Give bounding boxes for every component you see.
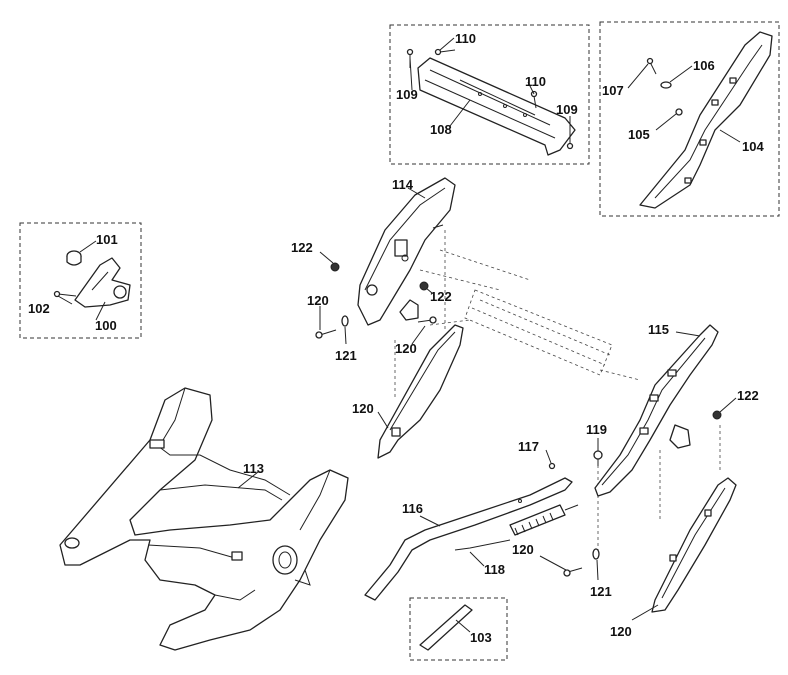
box-group-104	[599, 21, 780, 217]
callout-117: 119	[586, 422, 607, 437]
callout-122-left: 122	[291, 240, 313, 255]
callout-110-right: 110	[525, 74, 546, 89]
part-103-rod	[419, 604, 473, 651]
callout-116: 118	[484, 562, 505, 577]
part-120-bolts	[315, 316, 583, 577]
callout-114: 116	[402, 501, 423, 516]
part-104-side-arm	[639, 31, 773, 209]
callout-108: 108	[430, 122, 452, 137]
part-101-knob	[66, 250, 82, 266]
callout-118: 120	[352, 401, 374, 416]
callout-104: 104	[742, 139, 764, 154]
part-113-right-plate	[594, 324, 719, 497]
callout-113: 115	[648, 322, 669, 337]
callout-112: 114	[392, 177, 414, 192]
bracket-clip	[399, 299, 419, 321]
assembly-guides	[394, 230, 721, 555]
leader-lines	[57, 37, 741, 633]
part-121-washers	[341, 315, 600, 560]
box-group-108	[389, 24, 590, 165]
part-115-pin	[548, 462, 556, 470]
callout-102: 102	[28, 301, 50, 316]
part-117-bolt	[593, 450, 603, 466]
callout-120-left: 120	[307, 293, 329, 308]
callout-121-left: 121	[335, 348, 357, 363]
callout-122-mid: 122	[430, 289, 452, 304]
callout-109-left: 109	[396, 87, 418, 102]
box-group-100	[19, 222, 142, 339]
part-108-cross-bar	[417, 57, 576, 156]
callout-101: 101	[96, 232, 118, 247]
callout-122-right: 122	[737, 388, 759, 403]
part-112-left-plate	[357, 177, 456, 326]
callout-121-right: 121	[590, 584, 612, 599]
callout-labels: 101 102 100 110 109 108 110 109 107 106 …	[28, 31, 764, 645]
callout-120-right: 120	[512, 542, 534, 557]
callout-111: 113	[243, 461, 264, 476]
callout-103: 103	[470, 630, 492, 645]
part-111-lower-handle-frame	[59, 387, 349, 651]
callout-120-mid: 120	[395, 341, 417, 356]
box-group-103	[409, 597, 508, 661]
part-118-left-cover	[377, 324, 464, 459]
callout-119: 120	[610, 624, 632, 639]
part-105-106-107-hardware	[646, 57, 683, 116]
part-114-lever	[364, 477, 573, 601]
part-109-nuts	[406, 48, 574, 150]
part-100-bracket	[74, 257, 131, 308]
part-110-bolts	[434, 48, 538, 109]
part-116-spring	[454, 504, 579, 551]
part-119-right-cover	[651, 477, 737, 613]
callout-107: 107	[602, 83, 624, 98]
callout-100: 100	[95, 318, 117, 333]
part-102-screw	[53, 290, 77, 298]
callout-115: 117	[518, 439, 539, 454]
callout-105: 105	[628, 127, 650, 142]
callout-110-top: 110	[455, 31, 476, 46]
tube-center	[464, 289, 613, 376]
callout-106: 106	[693, 58, 715, 73]
callout-109-right: 109	[556, 102, 578, 117]
